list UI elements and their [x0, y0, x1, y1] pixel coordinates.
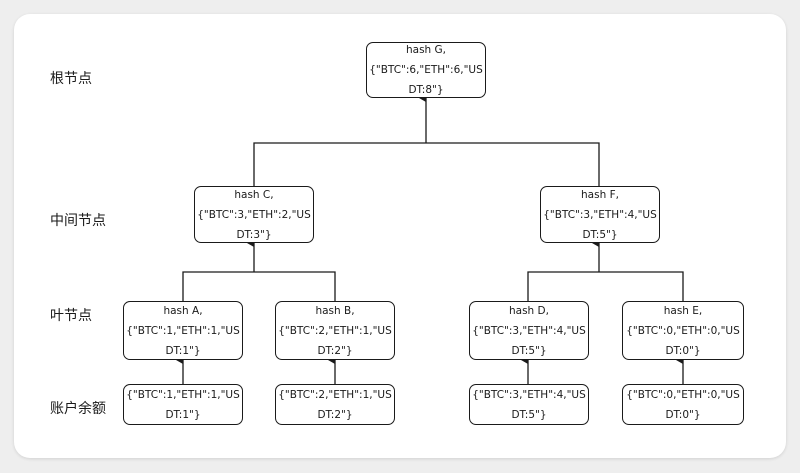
level-label-leaf: 叶节点 [50, 308, 92, 324]
node-hash-d: hash D, {"BTC":3,"ETH":4,"US DT:5"} [469, 301, 589, 360]
balance-1-line1: {"BTC":1,"ETH":1,"US [126, 388, 240, 401]
node-c-line2: DT:3"} [236, 228, 272, 241]
node-d-line1: {"BTC":3,"ETH":4,"US [472, 324, 586, 337]
balance-2-line2: DT:2"} [317, 408, 353, 421]
node-d-hash: hash D, [509, 304, 549, 317]
balance-4-line1: {"BTC":0,"ETH":0,"US [626, 388, 740, 401]
node-a-hash: hash A, [163, 304, 203, 317]
node-b-hash: hash B, [315, 304, 355, 317]
node-hash-e: hash E, {"BTC":0,"ETH":0,"US DT:0"} [622, 301, 744, 360]
node-g-hash: hash G, [405, 44, 447, 56]
level-label-middle: 中间节点 [50, 213, 106, 229]
node-hash-g: hash G, {"BTC":6,"ETH":6,"US DT:8"} [366, 42, 486, 98]
balance-node-1: {"BTC":1,"ETH":1,"US DT:1"} [123, 384, 243, 425]
balance-node-2: {"BTC":2,"ETH":1,"US DT:2"} [275, 384, 395, 425]
node-hash-c: hash C, {"BTC":3,"ETH":2,"US DT:3"} [194, 186, 314, 243]
node-b-line2: DT:2"} [317, 344, 353, 357]
node-e-line2: DT:0"} [665, 344, 701, 357]
node-f-line2: DT:5"} [582, 228, 618, 241]
balance-3-line2: DT:5"} [511, 408, 547, 421]
node-f-hash: hash F, [581, 188, 619, 201]
node-c-hash: hash C, [234, 188, 274, 201]
balance-3-line1: {"BTC":3,"ETH":4,"US [472, 388, 586, 401]
node-e-hash: hash E, [663, 304, 703, 317]
node-g-line2: DT:8"} [408, 84, 444, 96]
balance-2-line1: {"BTC":2,"ETH":1,"US [278, 388, 392, 401]
connector-a-to-c [182, 271, 336, 301]
node-e-line1: {"BTC":0,"ETH":0,"US [626, 324, 740, 337]
level-label-balance: 账户余额 [50, 401, 106, 417]
balance-4-line2: DT:0"} [665, 408, 701, 421]
node-g-line1: {"BTC":6,"ETH":6,"US [369, 64, 483, 76]
balance-1-line2: DT:1"} [165, 408, 201, 421]
node-c-line1: {"BTC":3,"ETH":2,"US [197, 208, 311, 221]
node-a-line1: {"BTC":1,"ETH":1,"US [126, 324, 240, 337]
node-hash-a: hash A, {"BTC":1,"ETH":1,"US DT:1"} [123, 301, 243, 360]
balance-node-3: {"BTC":3,"ETH":4,"US DT:5"} [469, 384, 589, 425]
connector-c-to-g [253, 142, 600, 186]
node-f-line1: {"BTC":3,"ETH":4,"US [543, 208, 657, 221]
node-d-line2: DT:5"} [511, 344, 547, 357]
node-a-line2: DT:1"} [165, 344, 201, 357]
node-hash-b: hash B, {"BTC":2,"ETH":1,"US DT:2"} [275, 301, 395, 360]
node-b-line1: {"BTC":2,"ETH":1,"US [278, 324, 392, 337]
level-label-root: 根节点 [50, 71, 92, 87]
connector-d-to-f [527, 271, 684, 301]
node-hash-f: hash F, {"BTC":3,"ETH":4,"US DT:5"} [540, 186, 660, 243]
balance-node-4: {"BTC":0,"ETH":0,"US DT:0"} [622, 384, 744, 425]
